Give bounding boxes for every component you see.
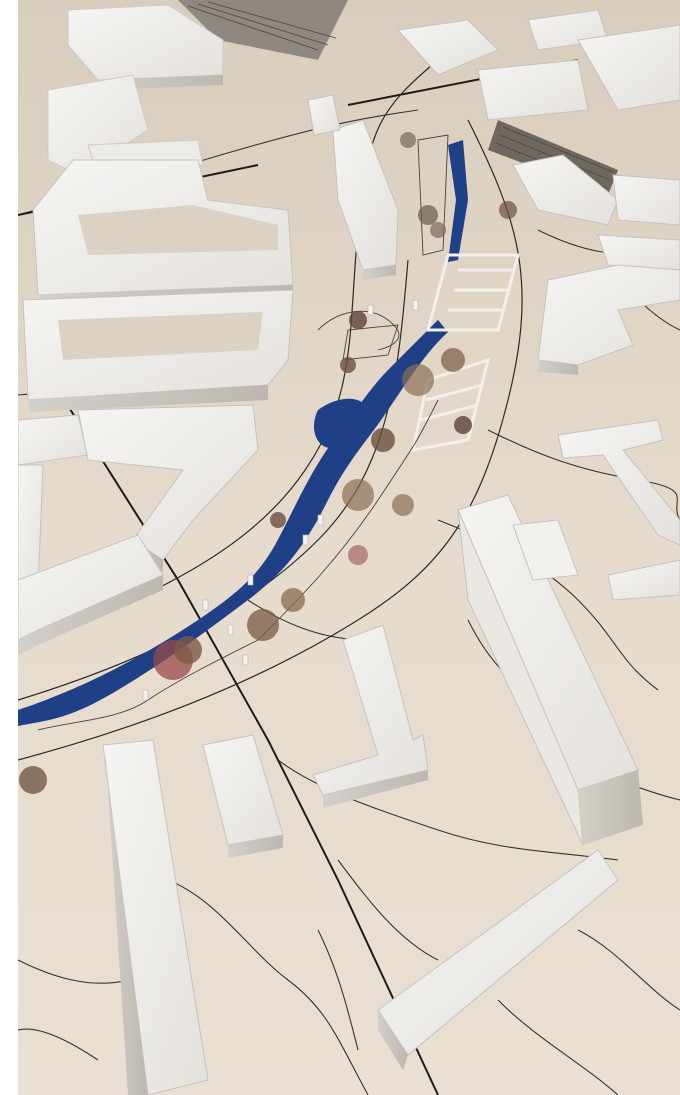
building-left-edge-block	[18, 414, 89, 601]
building-long-foreground-left	[102, 739, 209, 1095]
building-small-near-river	[307, 94, 341, 136]
foam-buildings	[18, 4, 680, 1095]
tree-bottom-left	[19, 766, 47, 794]
model-scene	[18, 0, 680, 1095]
building-right-curved	[537, 264, 680, 375]
building-right-l	[557, 419, 680, 601]
white-bollards	[142, 299, 419, 701]
model-trees	[19, 132, 517, 794]
river-upper	[448, 140, 468, 262]
building-foreground-diagonal	[377, 849, 619, 1070]
building-slab-small	[202, 734, 284, 858]
building-slab-central	[332, 119, 399, 280]
tower-block-tall	[457, 494, 643, 846]
tree-upper-row	[340, 132, 517, 373]
building-top-right-group	[397, 9, 680, 271]
pergola-structure	[411, 253, 520, 452]
tree-2	[247, 588, 305, 641]
building-long-left	[18, 534, 164, 655]
building-l-middle	[312, 624, 429, 808]
courtyard-building-2	[22, 289, 294, 412]
river-pond	[313, 398, 369, 449]
tree-red-1	[153, 636, 202, 680]
tree-cluster-park	[270, 348, 472, 565]
architectural-model-photo	[18, 0, 680, 1095]
river	[18, 320, 448, 726]
